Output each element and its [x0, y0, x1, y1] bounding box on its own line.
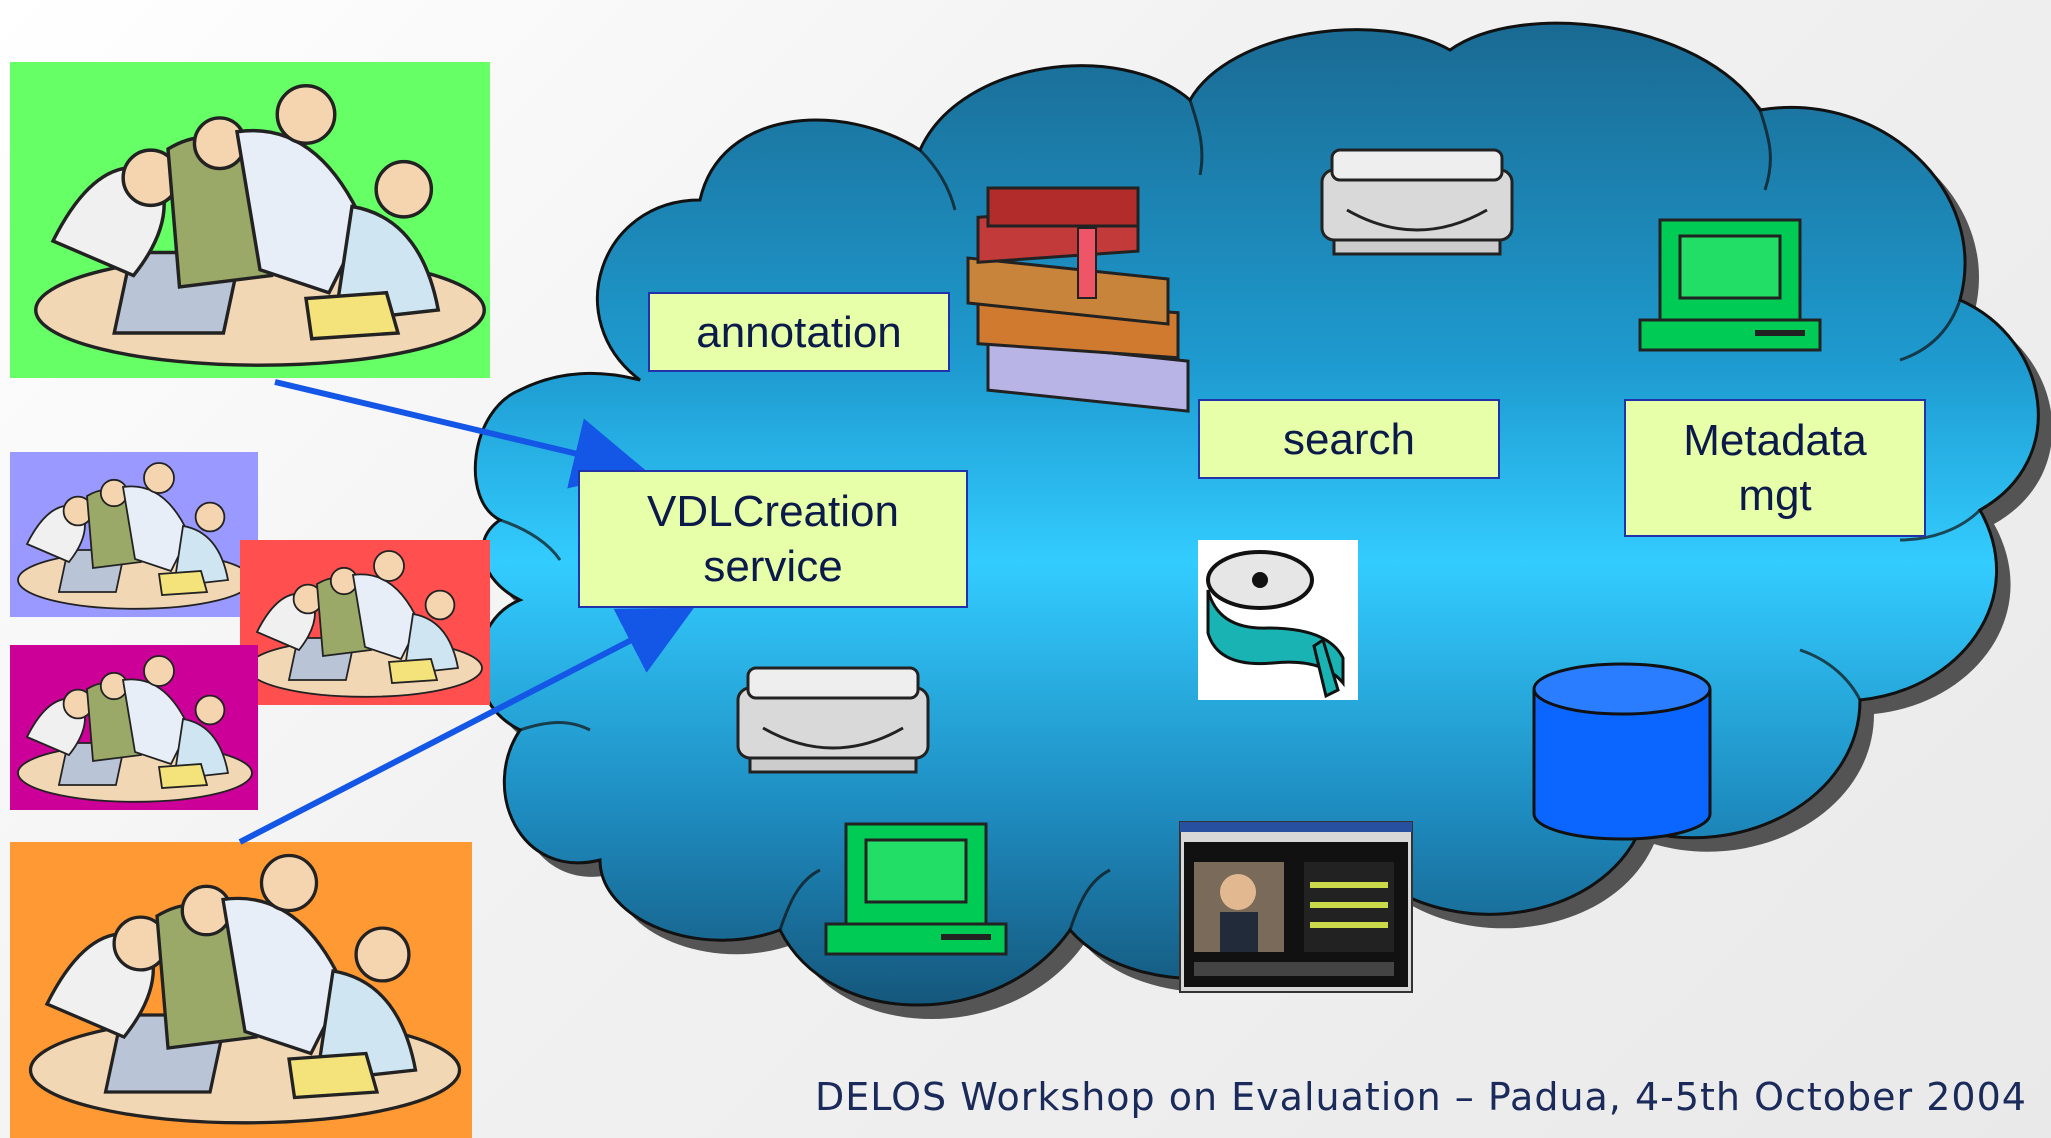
people-group-orange [10, 842, 472, 1138]
people-group-red [240, 540, 490, 705]
disk-drive-icon [1320, 148, 1514, 256]
computer-icon [824, 822, 1008, 956]
people-group-green [10, 62, 490, 378]
vdlcreation-service-box: VDLCreation service [578, 470, 968, 608]
footer-text: DELOS Workshop on Evaluation – Padua, 4-… [815, 1075, 2027, 1119]
arrow-top [274, 379, 646, 489]
film-reel-icon [1198, 540, 1358, 700]
computer-icon [1638, 218, 1822, 352]
search-box: search [1198, 399, 1500, 479]
video-screenshot-icon [1179, 821, 1413, 993]
people-group-magenta [10, 645, 258, 810]
disk-drive-icon [736, 666, 930, 774]
metadata-mgt-box: Metadata mgt [1624, 399, 1926, 537]
database-icon [1532, 662, 1712, 841]
annotation-box: annotation [648, 292, 950, 372]
books-icon [966, 186, 1190, 413]
arrow-bottom [238, 607, 694, 845]
people-group-purple [10, 452, 258, 617]
